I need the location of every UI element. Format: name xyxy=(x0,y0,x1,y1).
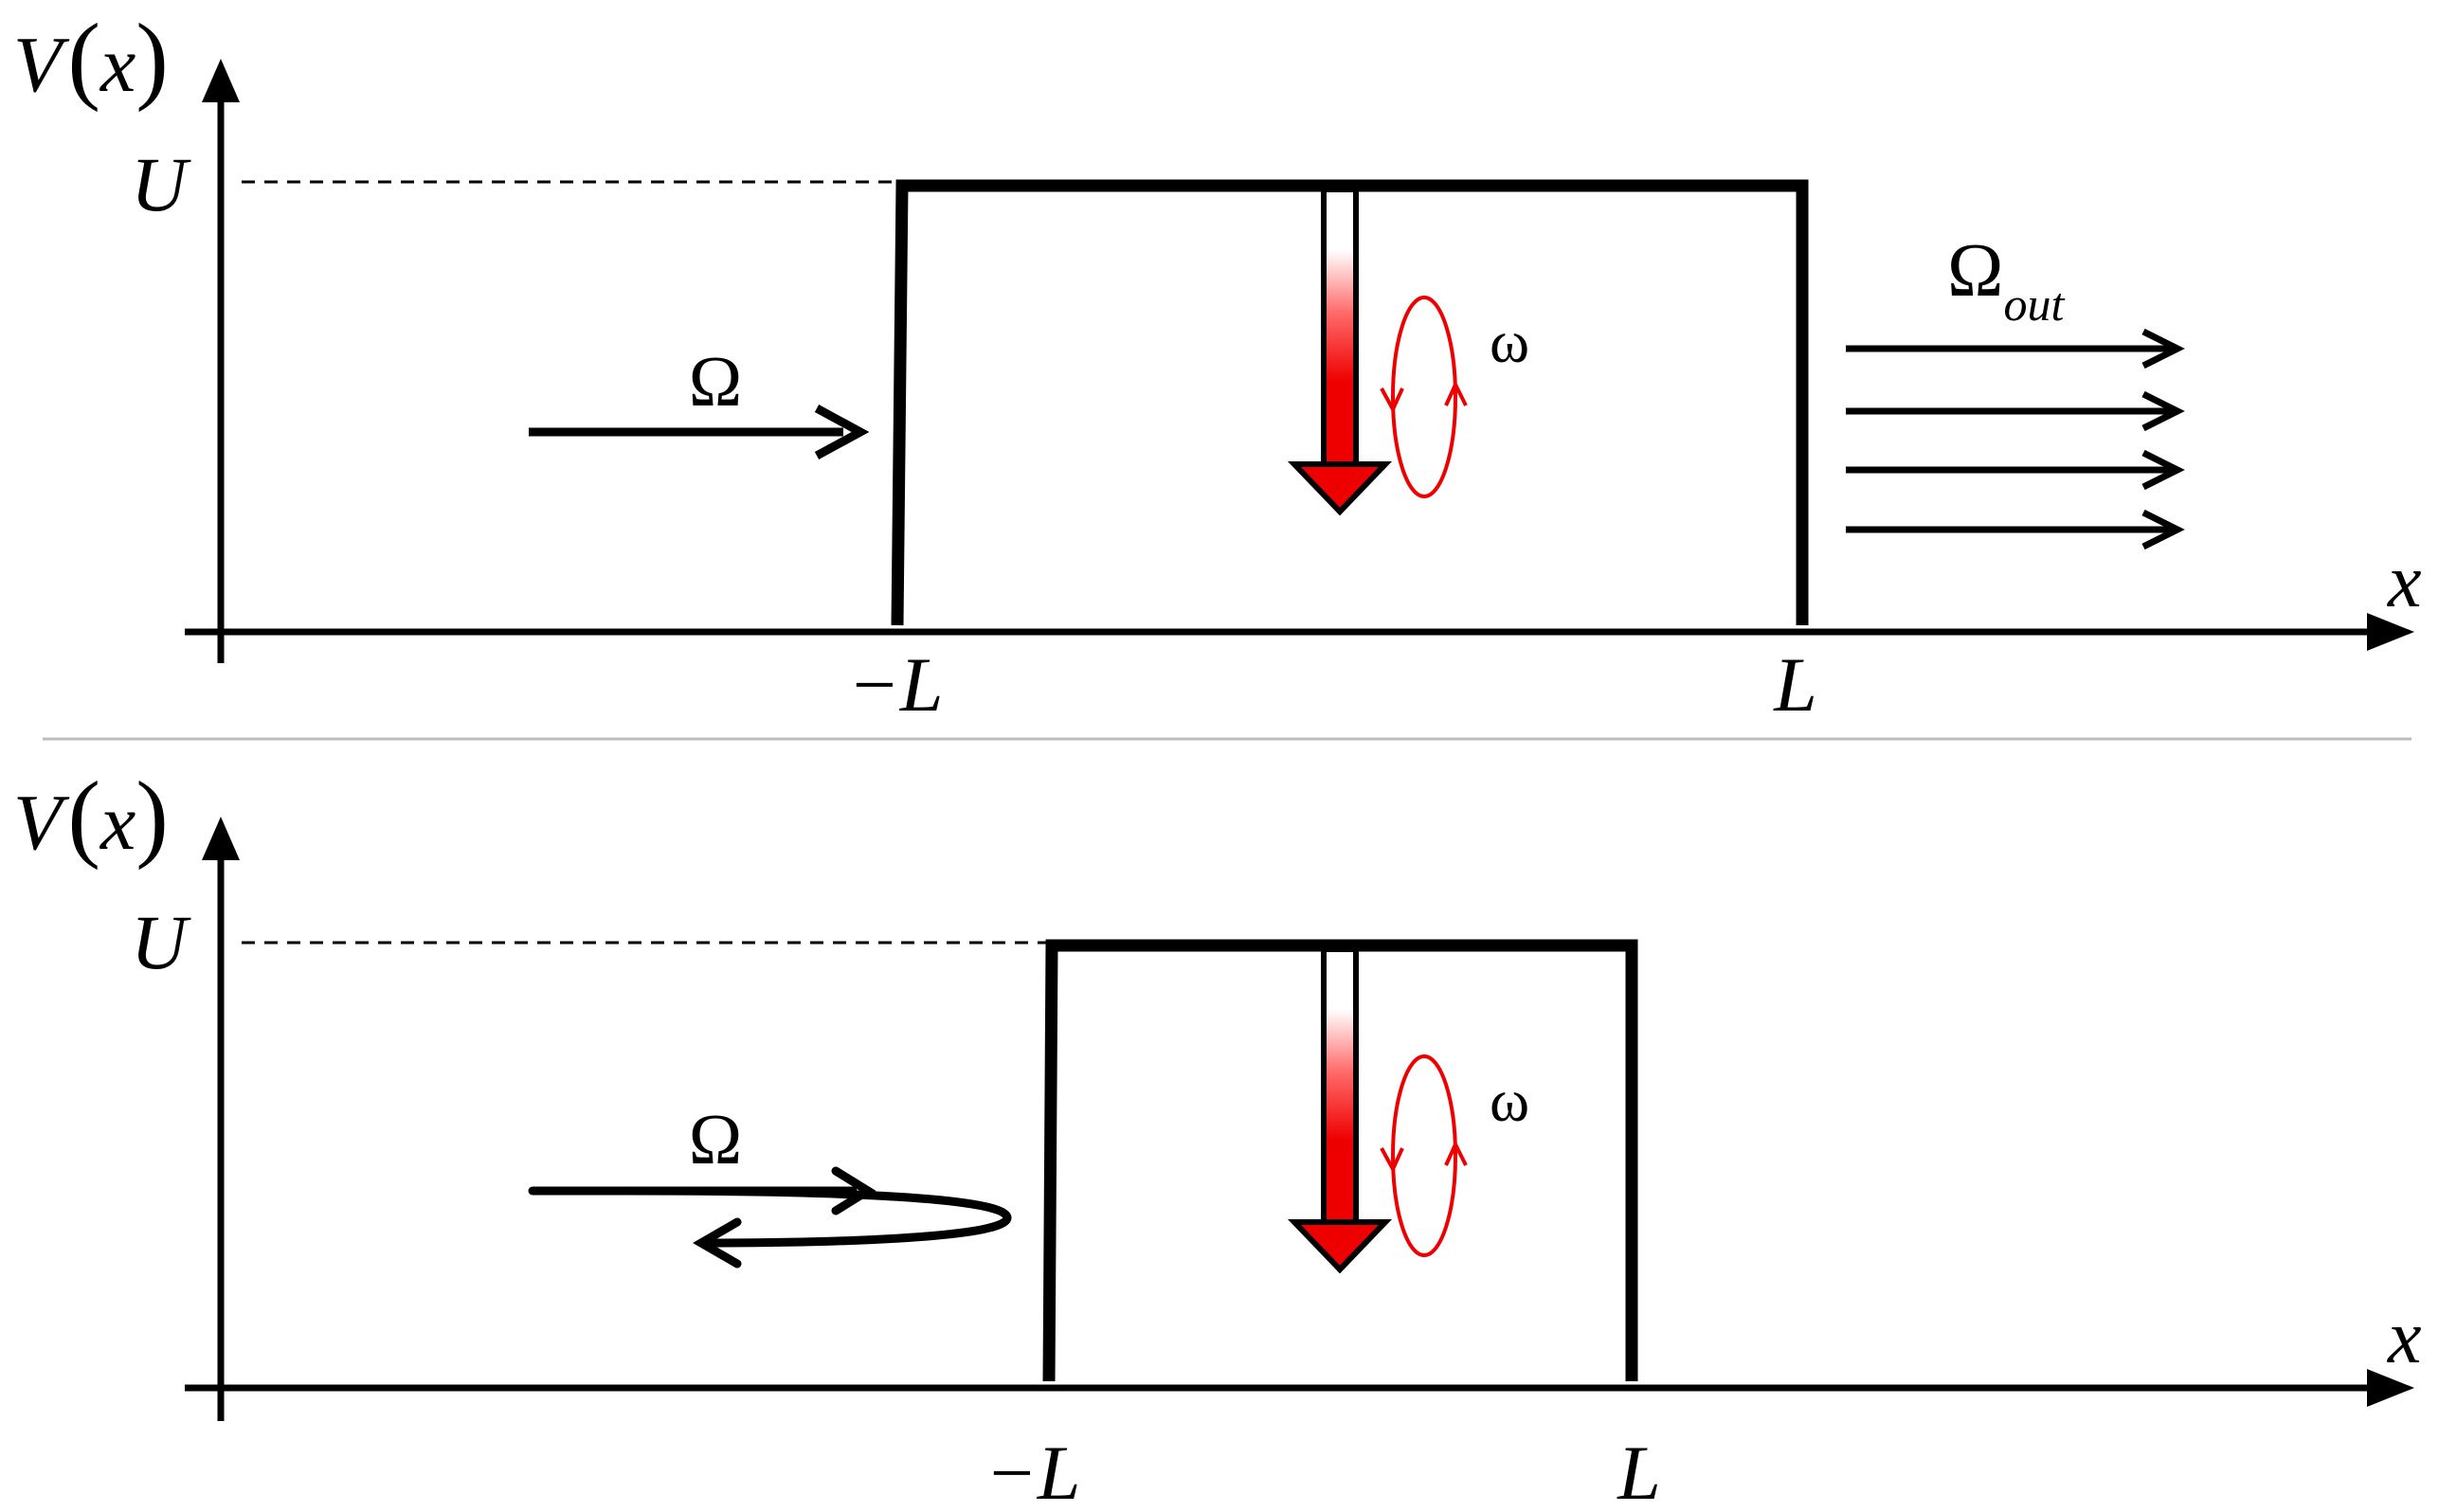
barrier-height-label: U xyxy=(131,141,191,227)
y-axis-arrowhead xyxy=(202,817,240,860)
right-edge-label: L xyxy=(1617,1430,1661,1512)
y-axis-arrowhead xyxy=(202,59,240,102)
potential-barrier xyxy=(1042,939,1638,1382)
outgoing-arrowhead xyxy=(2141,509,2185,550)
right-edge-label: L xyxy=(1773,641,1817,728)
left-edge-label: −L xyxy=(985,1430,1081,1512)
oscillation-frequency-label: ω xyxy=(1490,1067,1529,1134)
top-panel: V(x) x U −L L Ω Ωout xyxy=(13,4,2422,728)
left-edge-label: −L xyxy=(848,641,944,728)
outgoing-arrowhead xyxy=(2141,390,2185,432)
oscillation-frequency-label: ω xyxy=(1490,308,1529,375)
x-axis-label: x xyxy=(2387,540,2422,623)
incoming-frequency-label: Ω xyxy=(689,1100,742,1179)
drive-beam-arrow xyxy=(1287,946,1393,1274)
y-axis-label: V(x) xyxy=(13,762,169,871)
oscillation-loop-icon xyxy=(1380,296,1468,498)
outgoing-wave-arrows xyxy=(1846,328,2185,550)
incoming-frequency-label: Ω xyxy=(689,342,742,422)
drive-beam-arrow xyxy=(1287,187,1393,516)
incoming-wave-arrowhead xyxy=(814,405,870,459)
x-axis-arrowhead xyxy=(2367,613,2414,651)
reflected-wave-arrow xyxy=(528,1166,1012,1269)
y-axis-label: V(x) xyxy=(13,4,169,113)
outgoing-frequency-label: Ωout xyxy=(1947,229,2065,331)
oscillation-loop-icon xyxy=(1380,1054,1468,1257)
bottom-panel: V(x) x U −L L Ω ω xyxy=(13,762,2422,1512)
potential-barrier xyxy=(891,179,1809,626)
x-axis-arrowhead xyxy=(2367,1369,2414,1407)
barrier-height-label: U xyxy=(131,899,191,985)
outgoing-arrowhead xyxy=(2141,449,2185,491)
x-axis-label: x xyxy=(2387,1296,2422,1379)
outgoing-arrowhead xyxy=(2141,328,2185,369)
